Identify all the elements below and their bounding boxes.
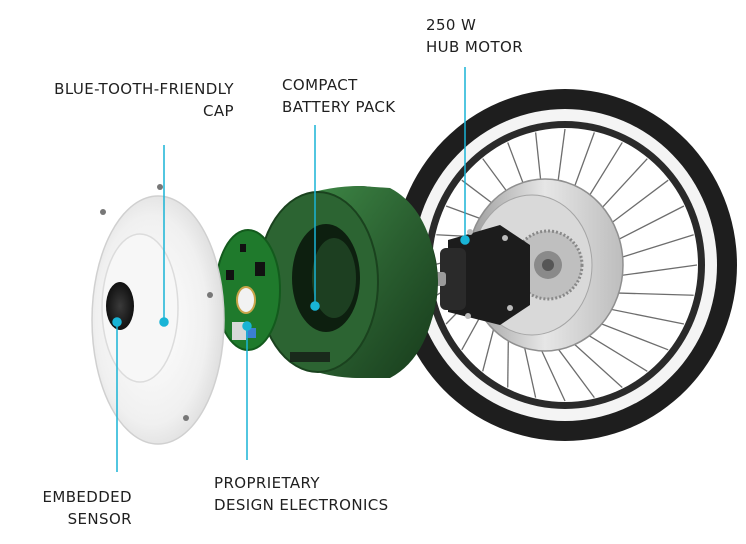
sensor-callout-dot xyxy=(112,317,122,327)
motor-housing xyxy=(448,225,530,325)
pcb-electronics xyxy=(215,229,281,351)
hub-motor-label: 250 W HUB MOTOR xyxy=(426,14,523,58)
battery-label: COMPACT BATTERY PACK xyxy=(282,74,396,118)
pcb-component xyxy=(226,270,234,280)
bolt xyxy=(465,313,471,319)
bluetooth-cap xyxy=(91,184,225,445)
hub-motor-label-line1: 250 W xyxy=(426,16,477,34)
motor-flange xyxy=(440,248,466,310)
electronics-label: PROPRIETARY DESIGN ELECTRONICS xyxy=(214,472,389,516)
gear-axle xyxy=(542,259,554,271)
sensor xyxy=(106,282,134,330)
callout-lines xyxy=(112,67,470,472)
pcb-module xyxy=(246,328,256,338)
battery-cells xyxy=(290,352,330,362)
cap-label-line2: CAP xyxy=(203,102,234,120)
cap-label-line1: BLUE-TOOTH-FRIENDLY xyxy=(54,80,234,98)
battery-label-line2: BATTERY PACK xyxy=(282,98,396,116)
hub-motor-label-line2: HUB MOTOR xyxy=(426,38,524,56)
electronics-label-line1: PROPRIETARY xyxy=(214,474,320,492)
cap-screw xyxy=(157,184,163,190)
bolt xyxy=(502,235,508,241)
cap-screw xyxy=(100,209,106,215)
pcb-component xyxy=(240,244,246,252)
bolt xyxy=(467,229,473,235)
cap-dome xyxy=(101,233,179,383)
cap-label: BLUE-TOOTH-FRIENDLY CAP xyxy=(54,78,234,122)
cap-screw xyxy=(183,415,189,421)
hub-motor-wheel xyxy=(393,89,737,441)
battery-label-line1: COMPACT xyxy=(282,76,358,94)
pcb-component xyxy=(255,262,265,276)
sensor-label-line2: SENSOR xyxy=(67,510,132,528)
cap-callout-dot xyxy=(159,317,169,327)
battery-pack xyxy=(257,186,438,378)
bolt xyxy=(507,305,513,311)
cap-screw xyxy=(207,292,213,298)
sensor-label-line1: EMBEDDED xyxy=(42,488,132,506)
hub-motor-callout-dot xyxy=(460,235,470,245)
electronics-label-line2: DESIGN ELECTRONICS xyxy=(214,496,389,514)
battery-callout-dot xyxy=(310,301,320,311)
battery-inner-wall xyxy=(312,238,356,318)
pcb-center-hole xyxy=(236,286,256,314)
sensor-label: EMBEDDED SENSOR xyxy=(42,486,132,530)
electronics-callout-dot xyxy=(242,321,252,331)
